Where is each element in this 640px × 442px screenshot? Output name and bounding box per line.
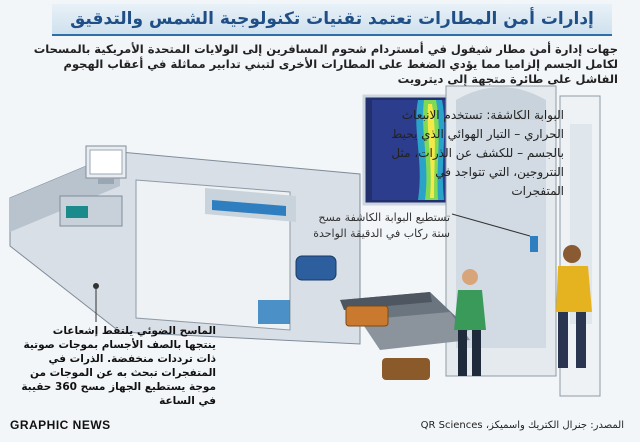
source-label: المصدر: جنرال الكتريك واسميكز، QR Scienc… [420, 420, 624, 431]
title-bar: إدارات أمن المطارات تعتمد تقنيات تكنولوج… [52, 4, 612, 36]
control-panel [295, 255, 337, 281]
sniffer-gate-callout: البوابة الكاشفة: تستخدم الانبعاث الحراري… [391, 108, 564, 198]
monitor-icon [85, 145, 127, 184]
person-figure [454, 245, 592, 376]
intro-text: جهات إدارة أمن مطار شيفول في أمستردام شح… [33, 42, 618, 86]
baggage-scanner [9, 151, 470, 380]
throughput-callout: تستطيع البوابة الكاشفة مسح ستة ركاب في ا… [313, 211, 450, 240]
credit-label: GRAPHIC NEWS [10, 418, 111, 432]
bag-icon [382, 358, 430, 380]
scanner-callout: الماسح الضوئي يلتقط إشعاعات ينتجها بالصف… [21, 325, 216, 407]
page-title: إدارات أمن المطارات تعتمد تقنيات تكنولوج… [70, 9, 594, 29]
